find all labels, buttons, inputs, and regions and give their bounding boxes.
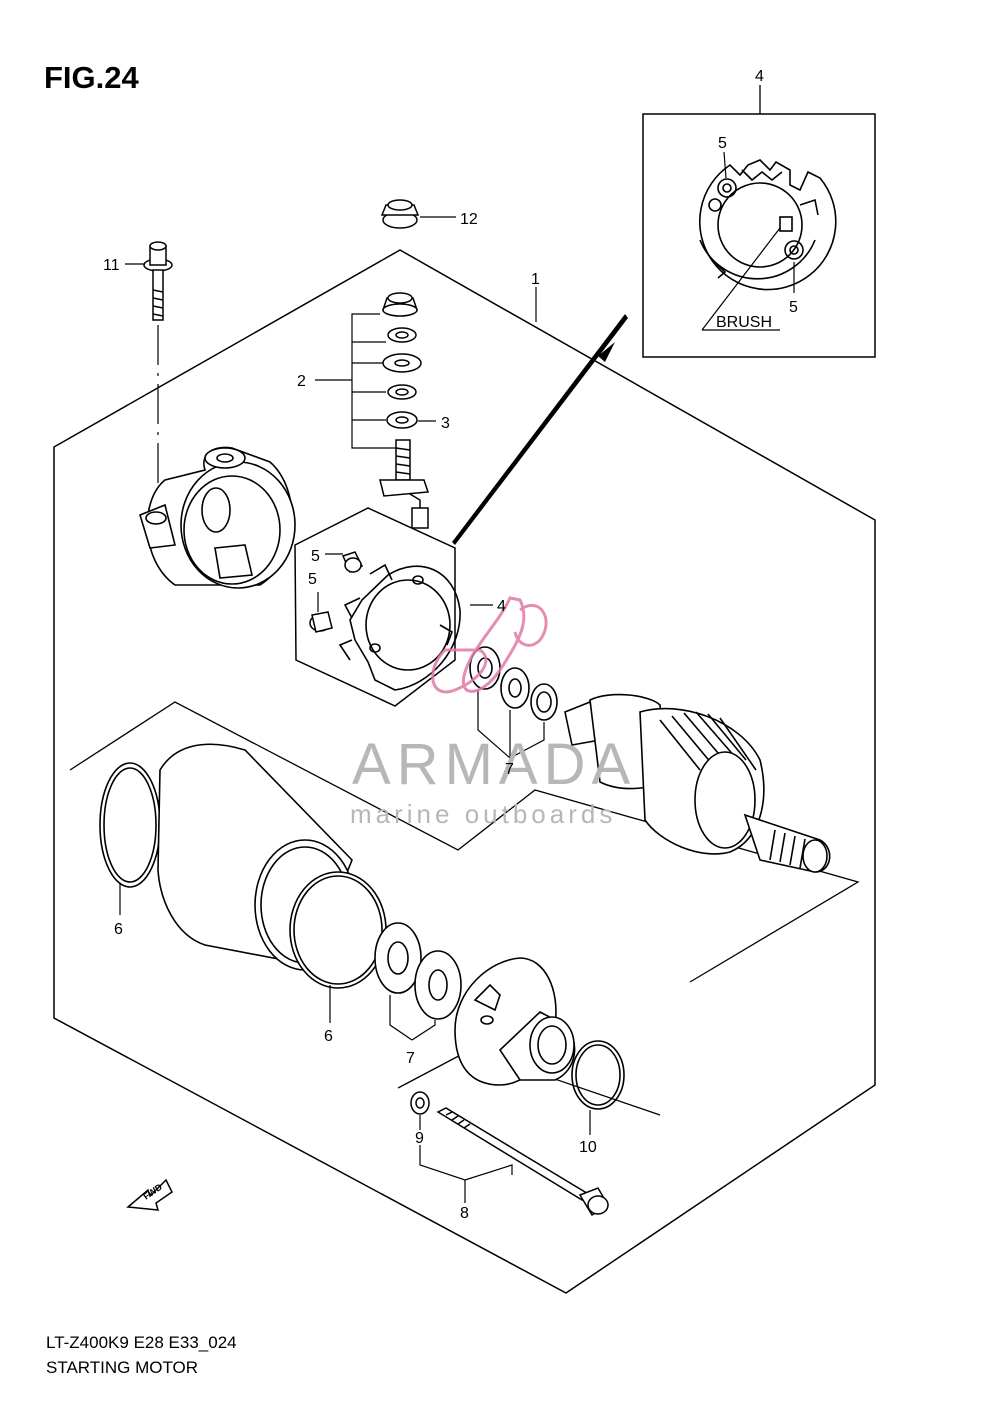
callout-11: 11 xyxy=(103,257,120,274)
terminal-washer-stack xyxy=(379,292,430,529)
callout-12: 12 xyxy=(460,211,478,228)
inset-leader-arrow xyxy=(452,314,628,545)
callout-7-lower: 7 xyxy=(406,1050,415,1067)
bolt-part xyxy=(143,241,173,321)
rear-end-cap xyxy=(139,446,296,589)
callout-1: 1 xyxy=(531,271,540,288)
callout-4-main: 4 xyxy=(497,598,506,615)
callout-8: 8 xyxy=(460,1205,469,1222)
callout-6-left: 6 xyxy=(114,921,123,938)
callout-5-a: 5 xyxy=(311,548,320,565)
figure-title: FIG.24 xyxy=(44,60,139,95)
callout-6-right: 6 xyxy=(324,1028,333,1045)
callout-9: 9 xyxy=(415,1130,424,1147)
armature-panel-outline xyxy=(69,701,860,983)
lower-thrust-washers xyxy=(374,922,462,1020)
callout-5-inset-bottom: 5 xyxy=(789,299,798,316)
watermark-brand: ARMADA xyxy=(352,732,636,797)
watermark-logo xyxy=(431,596,548,694)
brush-label: BRUSH xyxy=(716,314,772,331)
figure-name: STARTING MOTOR xyxy=(46,1358,199,1377)
callout-7-upper: 7 xyxy=(505,761,514,778)
brush-holder-plate xyxy=(338,563,461,691)
model-code: LT-Z400K9 E28 E33_024 xyxy=(46,1333,237,1352)
nut-part xyxy=(380,199,420,229)
through-bolt-set xyxy=(410,1091,610,1217)
callout-5-b: 5 xyxy=(308,571,317,588)
o-ring xyxy=(571,1040,625,1110)
callout-4-inset: 4 xyxy=(755,68,764,85)
upper-thrust-washers xyxy=(469,646,558,721)
fwd-direction-arrow: FWD xyxy=(126,1178,173,1211)
motor-yoke xyxy=(99,743,387,989)
callout-2: 2 xyxy=(297,373,306,390)
watermark-tagline: marine outboards xyxy=(350,799,616,829)
front-bracket xyxy=(454,957,576,1086)
callout-10: 10 xyxy=(579,1139,597,1156)
brush-spring-parts xyxy=(309,551,364,633)
brush-holder-inset xyxy=(642,113,876,358)
inset-brush-holder-drawing xyxy=(698,159,837,291)
brush-plate-panel xyxy=(294,507,456,707)
armature xyxy=(564,693,831,873)
callout-3: 3 xyxy=(441,415,450,432)
callout-5-inset-top: 5 xyxy=(718,135,727,152)
assembly-outline xyxy=(53,249,876,1294)
